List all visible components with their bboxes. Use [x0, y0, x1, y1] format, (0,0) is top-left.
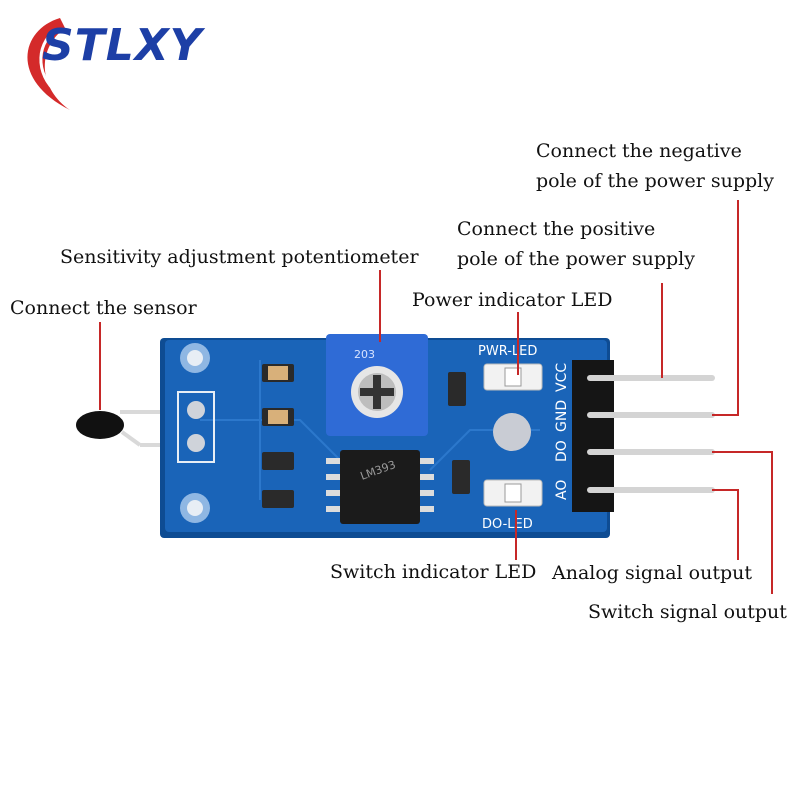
brand-logo-text: STLXY [42, 20, 203, 71]
potentiometer-code: 203 [354, 348, 375, 361]
label-analog-output: Analog signal output [552, 562, 753, 584]
logo-swoosh-inner-icon [39, 28, 63, 98]
pin-label-do: DO [554, 440, 570, 462]
pin-header [572, 360, 715, 512]
label-switch-led: Switch indicator LED [330, 561, 537, 583]
pin-label-vcc: VCC [554, 363, 570, 392]
label-power-led: Power indicator LED [412, 289, 613, 311]
pwr-led-silk: PWR-LED [478, 344, 537, 359]
label-positive-pole: Connect the positive pole of the power s… [457, 214, 695, 274]
do-led-silk: DO-LED [482, 517, 533, 532]
pin-label-ao: AO [554, 480, 570, 500]
logo-swoosh-icon [27, 18, 70, 110]
label-negative-pole-line1: Connect the negative [536, 140, 742, 162]
thermistor-head [76, 411, 124, 439]
label-positive-pole-line2: pole of the power supply [457, 248, 695, 270]
label-switch-output: Switch signal output [588, 601, 787, 623]
pcb-board [160, 334, 610, 538]
label-positive-pole-line1: Connect the positive [457, 218, 656, 240]
label-negative-pole: Connect the negative pole of the power s… [536, 136, 774, 196]
label-sensitivity-potentiometer: Sensitivity adjustment potentiometer [60, 246, 419, 268]
callout-lines [99, 200, 773, 594]
pin-label-gnd: GND [554, 400, 570, 432]
comparator-chip [340, 450, 420, 524]
label-connect-sensor: Connect the sensor [10, 297, 197, 319]
label-negative-pole-line2: pole of the power supply [536, 170, 774, 192]
